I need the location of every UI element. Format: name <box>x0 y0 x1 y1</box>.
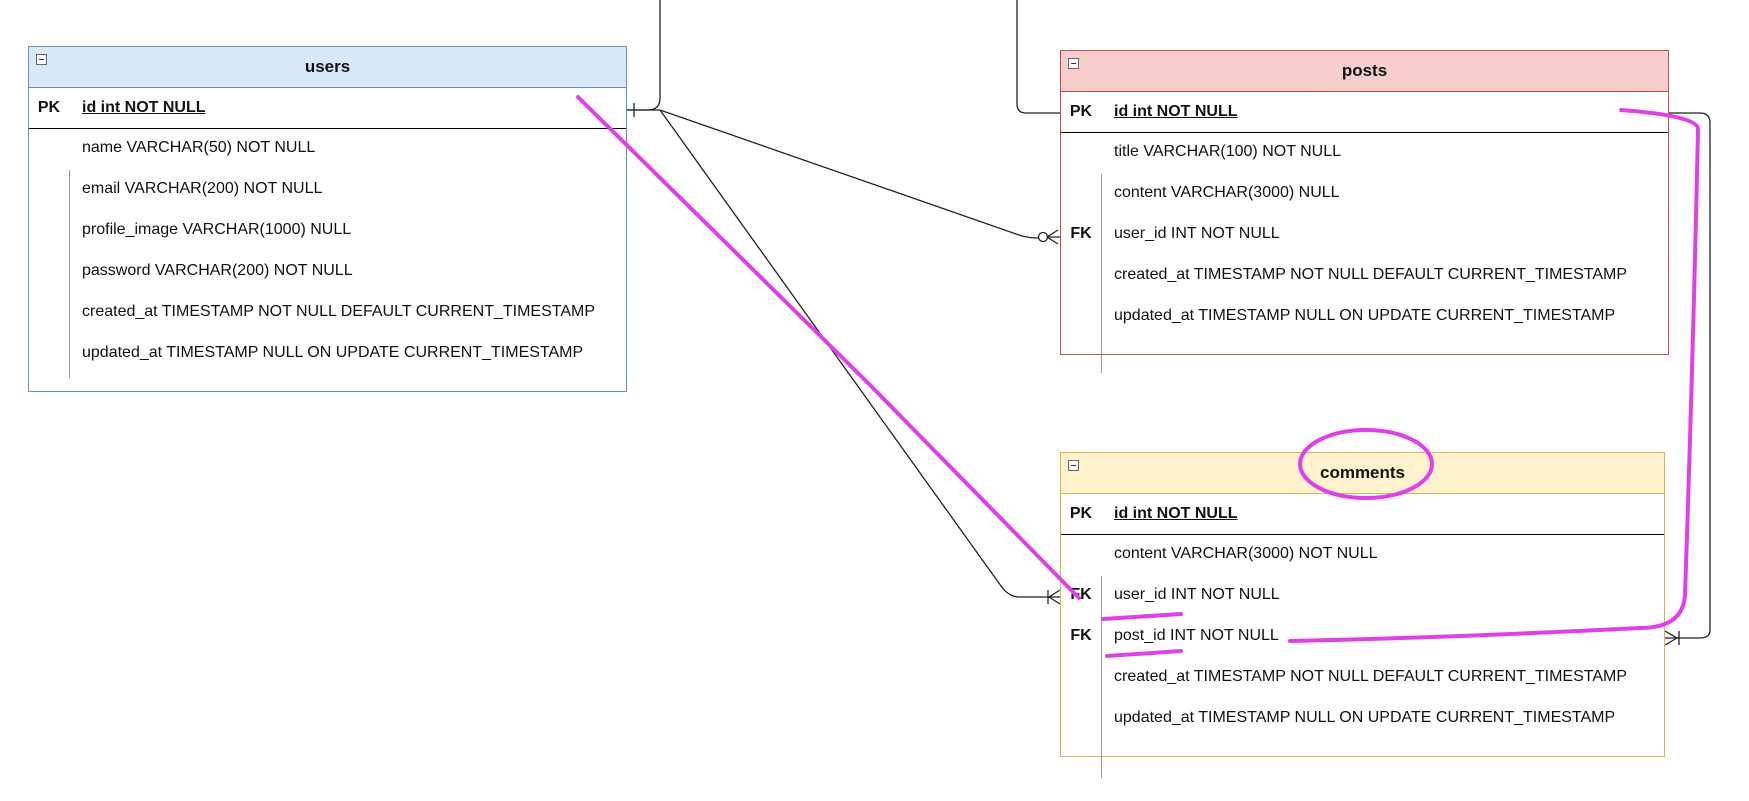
field-text: id int NOT NULL <box>82 99 206 116</box>
key-label: PK <box>37 99 61 116</box>
attribute-section: title VARCHAR(100) NOT NULL content VARC… <box>1061 133 1668 373</box>
key-label: PK <box>1069 103 1093 120</box>
entity-posts[interactable]: posts PK id int NOT NULL title VARCHAR(1… <box>1060 50 1669 373</box>
attribute-row[interactable]: created_at TIMESTAMP NOT NULL DEFAULT CU… <box>1061 658 1664 699</box>
primary-key-row[interactable]: PK id int NOT NULL <box>1061 494 1664 535</box>
entity-users[interactable]: users PK id int NOT NULL name VARCHAR(50… <box>28 46 627 392</box>
relation-users-comments <box>659 109 1060 598</box>
field-text: title VARCHAR(100) NOT NULL <box>1114 143 1342 160</box>
field-text: content VARCHAR(3000) NULL <box>1114 184 1340 201</box>
key-divider <box>1101 576 1102 778</box>
entity-comments[interactable]: comments PK id int NOT NULL content VARC… <box>1060 452 1665 778</box>
field-text: name VARCHAR(50) NOT NULL <box>82 139 316 156</box>
attribute-row[interactable]: FK post_id INT NOT NULL <box>1061 617 1664 658</box>
attribute-row[interactable]: name VARCHAR(50) NOT NULL <box>29 129 626 170</box>
relation-users-posts <box>627 109 1039 239</box>
field-text: user_id INT NOT NULL <box>1114 586 1280 603</box>
attribute-row[interactable]: content VARCHAR(3000) NOT NULL <box>1061 535 1664 576</box>
field-text: email VARCHAR(200) NOT NULL <box>82 180 323 197</box>
attribute-row[interactable]: created_at TIMESTAMP NOT NULL DEFAULT CU… <box>1061 256 1668 297</box>
offscreen-connector-left <box>627 0 661 111</box>
attribute-row[interactable]: FK user_id INT NOT NULL <box>1061 215 1668 256</box>
relation-posts-comments <box>1665 112 1711 639</box>
entity-title: posts <box>1341 61 1388 80</box>
field-text: id int NOT NULL <box>1114 103 1238 120</box>
attribute-section: content VARCHAR(3000) NOT NULL FK user_i… <box>1061 535 1664 778</box>
collapse-icon[interactable] <box>1068 460 1079 471</box>
field-text: updated_at TIMESTAMP NULL ON UPDATE CURR… <box>1114 709 1616 726</box>
zero-marker <box>1037 231 1049 243</box>
key-divider <box>69 170 70 378</box>
attribute-row[interactable]: created_at TIMESTAMP NOT NULL DEFAULT CU… <box>29 293 626 334</box>
field-text: content VARCHAR(3000) NOT NULL <box>1114 545 1378 562</box>
collapse-icon[interactable] <box>1068 58 1079 69</box>
field-text: password VARCHAR(200) NOT NULL <box>82 262 353 279</box>
attribute-section: name VARCHAR(50) NOT NULL email VARCHAR(… <box>29 129 626 391</box>
attribute-row[interactable]: email VARCHAR(200) NOT NULL <box>29 170 626 211</box>
entity-title: comments <box>1319 463 1406 482</box>
attribute-row[interactable]: password VARCHAR(200) NOT NULL <box>29 252 626 293</box>
entity-header[interactable]: users <box>29 47 626 88</box>
field-text: created_at TIMESTAMP NOT NULL DEFAULT CU… <box>82 303 596 320</box>
key-label: FK <box>1070 225 1092 242</box>
field-text: created_at TIMESTAMP NOT NULL DEFAULT CU… <box>1114 266 1628 283</box>
offscreen-connector-right <box>1016 0 1060 114</box>
field-text: post_id INT NOT NULL <box>1114 627 1279 644</box>
entity-header[interactable]: posts <box>1061 51 1668 92</box>
field-text: user_id INT NOT NULL <box>1114 225 1280 242</box>
crowfoot-many-marker <box>1046 229 1060 245</box>
key-label: FK <box>1070 627 1092 644</box>
attribute-row[interactable]: profile_image VARCHAR(1000) NULL <box>29 211 626 252</box>
attribute-row[interactable]: updated_at TIMESTAMP NULL ON UPDATE CURR… <box>29 334 626 375</box>
attribute-row[interactable]: title VARCHAR(100) NOT NULL <box>1061 133 1668 174</box>
primary-key-row[interactable]: PK id int NOT NULL <box>29 88 626 129</box>
field-text: profile_image VARCHAR(1000) NULL <box>82 221 352 238</box>
collapse-icon[interactable] <box>36 54 47 65</box>
entity-header[interactable]: comments <box>1061 453 1664 494</box>
field-text: id int NOT NULL <box>1114 505 1238 522</box>
key-label: FK <box>1070 586 1092 603</box>
key-label: PK <box>1069 505 1093 522</box>
primary-key-row[interactable]: PK id int NOT NULL <box>1061 92 1668 133</box>
attribute-row[interactable]: FK user_id INT NOT NULL <box>1061 576 1664 617</box>
field-text: updated_at TIMESTAMP NULL ON UPDATE CURR… <box>1114 307 1616 324</box>
field-text: created_at TIMESTAMP NOT NULL DEFAULT CU… <box>1114 668 1628 685</box>
entity-title: users <box>304 57 351 76</box>
key-divider <box>1101 174 1102 373</box>
field-text: updated_at TIMESTAMP NULL ON UPDATE CURR… <box>82 344 584 361</box>
attribute-row[interactable]: updated_at TIMESTAMP NULL ON UPDATE CURR… <box>1061 699 1664 740</box>
attribute-row[interactable]: content VARCHAR(3000) NULL <box>1061 174 1668 215</box>
attribute-row[interactable]: updated_at TIMESTAMP NULL ON UPDATE CURR… <box>1061 297 1668 338</box>
